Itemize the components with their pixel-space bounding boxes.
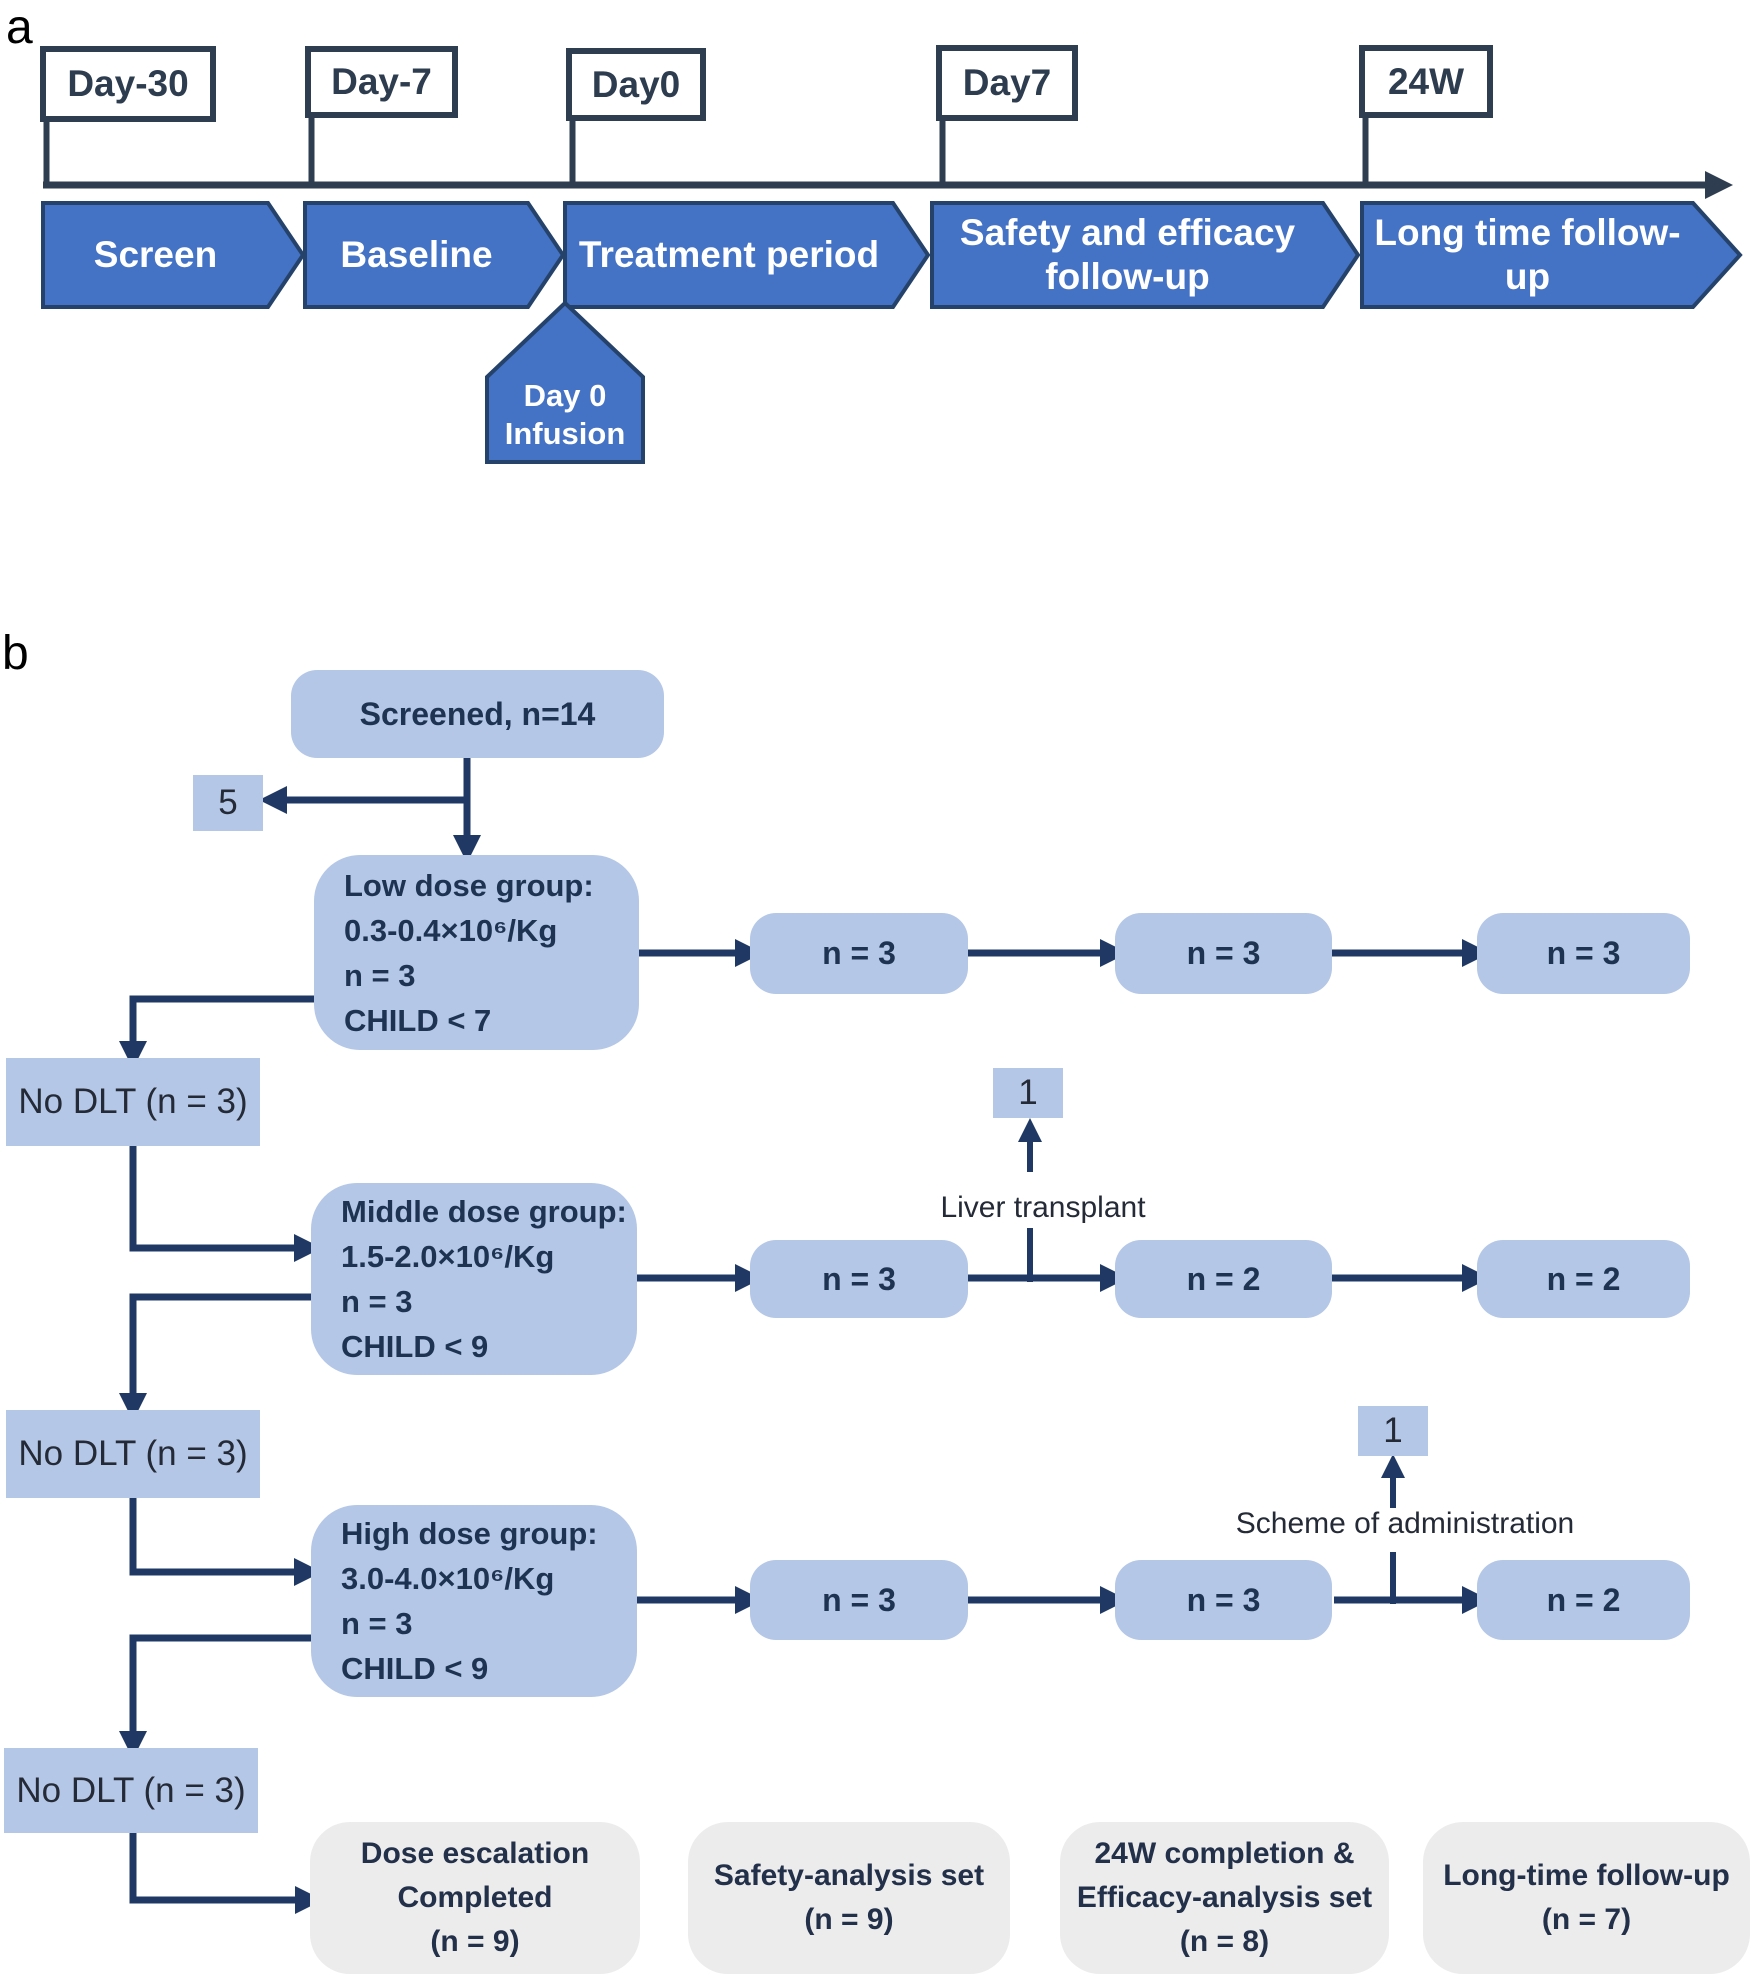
flag-box-day-7	[305, 46, 458, 118]
phase-label-screen: Screen	[43, 203, 268, 307]
phase-label-long-line2: up	[1504, 256, 1551, 297]
infusion-line1: Day 0	[523, 378, 607, 413]
phase-chevron-baseline	[303, 201, 566, 309]
phase-label-safety-line2: follow-up	[1045, 256, 1210, 297]
flag-label-24w: 24W	[1387, 60, 1465, 102]
high-dose-group-box: High dose group: 3.0-4.0×10⁶/Kg n = 3 CH…	[311, 1505, 637, 1697]
flag-box-day0	[566, 48, 706, 121]
phase-chevron-safety-followup	[930, 201, 1361, 309]
outcome-box-dose-escalation: Dose escalation Completed (n = 9)	[310, 1822, 640, 1974]
row3-box-3: n = 2	[1477, 1560, 1690, 1640]
arrow-nodlt1-to-middle	[129, 1146, 322, 1262]
row2-box-1: n = 3	[750, 1240, 968, 1318]
dropout-count-box-scheme: 1	[1358, 1406, 1428, 1456]
outcome4-line1: Long-time follow-up	[1443, 1859, 1730, 1892]
row2-box-2: n = 2	[1115, 1240, 1332, 1318]
high-dose-line2: 3.0-4.0×10⁶/Kg	[341, 1561, 555, 1596]
row3-box-2: n = 3	[1115, 1560, 1332, 1640]
middle-dose-line1: Middle dose group:	[341, 1194, 627, 1229]
panel-b-label: b	[2, 627, 29, 680]
flag-box-day-30	[40, 46, 216, 122]
outcome1-line2: Completed	[397, 1881, 553, 1914]
phase-label-long-line1: Long time follow-	[1374, 212, 1681, 253]
middle-dose-line2: 1.5-2.0×10⁶/Kg	[341, 1239, 555, 1274]
dropout-count-box-liver: 1	[993, 1068, 1063, 1118]
dropout-label-liver: Liver transplant	[940, 1191, 1146, 1224]
outcome2-line2: (n = 9)	[804, 1903, 894, 1936]
panel-a-label: a	[6, 1, 33, 54]
no-dlt-box-3: No DLT (n = 3)	[4, 1748, 258, 1833]
phase-chevron-screen	[41, 201, 306, 309]
outcome-box-safety-analysis: Safety-analysis set (n = 9)	[688, 1822, 1010, 1974]
phase-chevron-long-followup	[1360, 201, 1743, 309]
phase-label-safety-followup: Safety and efficacy follow-up	[932, 203, 1323, 307]
phase-label-long-followup: Long time follow- up	[1362, 203, 1693, 307]
high-dose-line1: High dose group:	[341, 1516, 598, 1551]
low-dose-group-box: Low dose group: 0.3-0.4×10⁶/Kg n = 3 CHI…	[314, 855, 639, 1050]
outcome-box-24w-completion: 24W completion & Efficacy-analysis set (…	[1060, 1822, 1389, 1974]
flag-label-day-7: Day-7	[331, 61, 432, 102]
row1-box-2: n = 3	[1115, 913, 1332, 994]
middle-dose-line3: n = 3	[341, 1284, 413, 1319]
phase-label-treatment-text: Treatment period	[578, 234, 880, 275]
row3-box-1: n = 3	[750, 1560, 968, 1640]
middle-dose-line4: CHILD < 9	[341, 1329, 489, 1364]
low-dose-line3: n = 3	[344, 957, 416, 993]
phase-label-safety-line1: Safety and efficacy	[959, 212, 1296, 253]
arrow-nodlt2-to-high	[129, 1498, 322, 1586]
high-dose-line4: CHILD < 9	[341, 1651, 489, 1686]
outcome3-line2: Efficacy-analysis set	[1076, 1881, 1373, 1914]
phase-chevron-treatment	[563, 201, 931, 309]
flag-label-day7: Day7	[962, 62, 1052, 103]
outcome3-line3: (n = 8)	[1179, 1925, 1270, 1958]
row1-box-3: n = 3	[1477, 913, 1690, 994]
no-dlt-box-1: No DLT (n = 3)	[6, 1058, 260, 1146]
arrow-middle-to-nodlt2	[119, 1293, 311, 1421]
no-dlt-box-2: No DLT (n = 3)	[6, 1410, 260, 1498]
row2-box-3: n = 2	[1477, 1240, 1690, 1318]
low-dose-line2: 0.3-0.4×10⁶/Kg	[344, 912, 558, 948]
infusion-callout-shape	[485, 300, 645, 464]
flag-box-day7	[936, 45, 1078, 121]
infusion-callout-label: Day 0 Infusion	[487, 372, 643, 458]
flag-box-24w	[1359, 45, 1493, 118]
infusion-line2: Infusion	[504, 416, 626, 451]
outcome1-line1: Dose escalation	[360, 1837, 590, 1870]
low-dose-line1: Low dose group:	[344, 867, 594, 903]
outcome4-line2: (n = 7)	[1541, 1903, 1632, 1936]
dropout-label-scheme: Scheme of administration	[1235, 1507, 1575, 1540]
outcome-box-long-followup: Long-time follow-up (n = 7)	[1423, 1822, 1750, 1974]
screened-box: Screened, n=14	[291, 670, 664, 758]
high-dose-line3: n = 3	[341, 1606, 413, 1641]
excluded-count-box: 5	[193, 775, 263, 831]
middle-dose-group-box: Middle dose group: 1.5-2.0×10⁶/Kg n = 3 …	[311, 1183, 637, 1375]
flag-label-day0: Day0	[591, 63, 681, 105]
phase-label-baseline-text: Baseline	[340, 234, 493, 275]
phase-label-baseline: Baseline	[305, 203, 528, 307]
phase-label-treatment: Treatment period	[565, 203, 893, 307]
arrow-low-to-nodlt1	[119, 995, 314, 1069]
flag-label-day-30: Day-30	[67, 63, 189, 104]
arrow-nodlt3-to-outcome	[129, 1833, 323, 1914]
arrow-high-to-nodlt3	[119, 1634, 311, 1759]
row1-box-1: n = 3	[750, 913, 968, 994]
phase-label-screen-text: Screen	[93, 234, 218, 275]
outcome1-line3: (n = 9)	[430, 1925, 520, 1958]
outcome3-line1: 24W completion &	[1094, 1837, 1355, 1870]
low-dose-line4: CHILD < 7	[344, 1002, 492, 1038]
outcome2-line1: Safety-analysis set	[713, 1859, 985, 1892]
